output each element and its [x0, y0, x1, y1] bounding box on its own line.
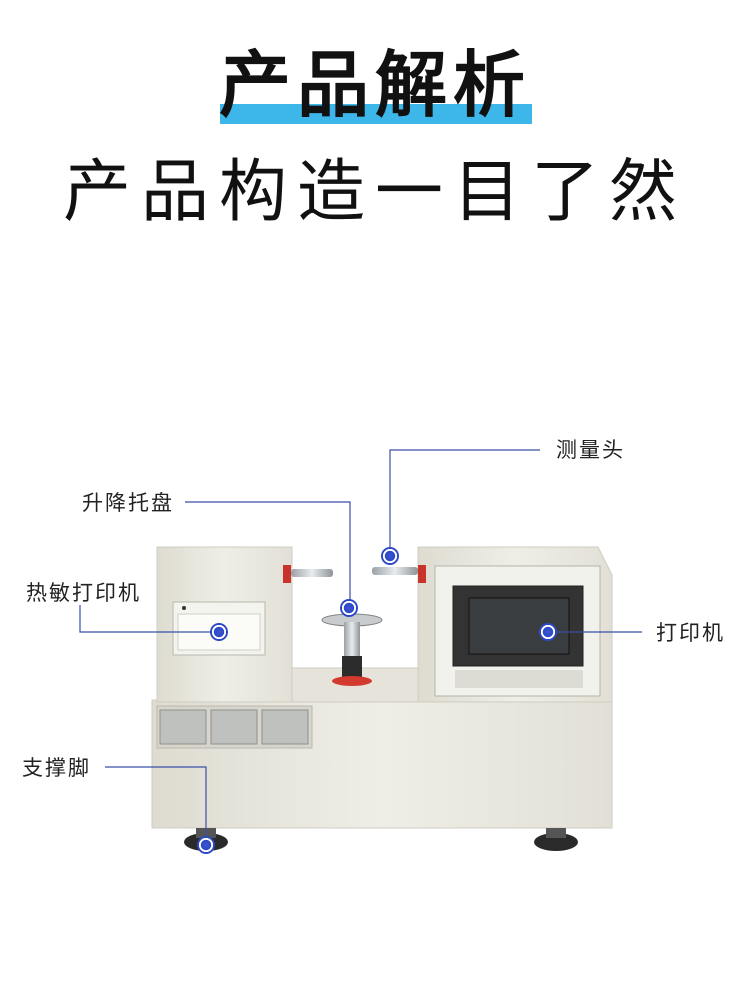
label-thermal-printer: 热敏打印机: [26, 581, 141, 605]
callout-line-measuring-head: [389, 449, 540, 556]
label-measuring-head: 测量头: [556, 438, 625, 462]
title-underline-bar: [220, 104, 532, 124]
label-screen: 打印机: [656, 621, 725, 645]
lift-tray-collar: [342, 656, 362, 680]
right-knob-red: [418, 565, 426, 583]
key-button-2: [210, 709, 258, 745]
left-arm-rod: [291, 569, 333, 577]
label-support-foot: 支撑脚: [22, 756, 91, 780]
callout-dot-screen: [539, 623, 557, 641]
control-panel-label-strip: [455, 670, 583, 688]
callout-line-thermal-printer: [79, 605, 218, 633]
support-foot-right: [534, 833, 578, 851]
callout-line-support-foot: [105, 766, 207, 845]
lift-tray-base-ring: [332, 676, 372, 686]
page-title: 产品解析: [218, 43, 531, 127]
callout-line-lift-tray: [185, 501, 351, 608]
callout-lines: [79, 449, 642, 845]
key-button-3: [261, 709, 309, 745]
thermal-printer-led: [182, 606, 186, 610]
callout-dots: [197, 547, 557, 854]
label-lift-tray: 升降托盘: [82, 491, 174, 515]
callout-dot-support-foot: [197, 836, 215, 854]
callout-dot-lift-tray: [340, 599, 358, 617]
lift-tray-shaft: [344, 622, 360, 656]
callout-dot-measuring-head: [381, 547, 399, 565]
key-button-1: [159, 709, 207, 745]
page-subtitle: 产品构造一目了然: [62, 153, 687, 232]
left-knob-red: [283, 565, 291, 583]
callout-dot-thermal-printer: [210, 623, 228, 641]
right-arm-rod: [372, 567, 418, 575]
